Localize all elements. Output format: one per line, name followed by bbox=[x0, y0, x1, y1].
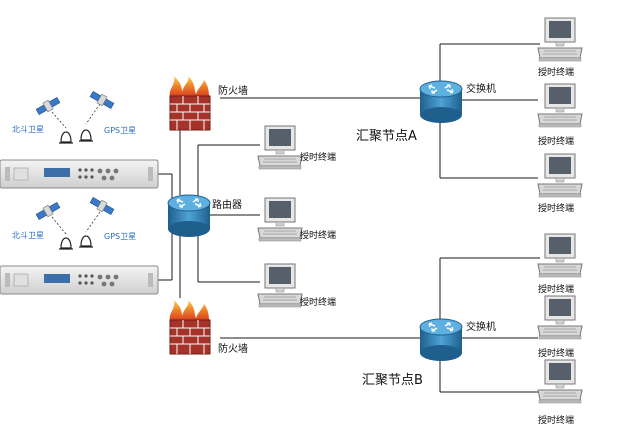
terminal-computer-icon bbox=[537, 359, 583, 404]
antenna-icon bbox=[78, 129, 94, 142]
firewall-bottom-label: 防火墙 bbox=[218, 342, 248, 355]
antenna-icon bbox=[78, 235, 94, 248]
switch-b-label: 交换机 bbox=[466, 320, 496, 333]
switch-a-icon bbox=[419, 80, 463, 124]
gps-satellite-label: GPS卫星 bbox=[104, 232, 136, 241]
beidou-satellite-label: 北斗卫星 bbox=[12, 125, 44, 134]
gps-satellite-icon bbox=[88, 195, 116, 217]
terminal-label: 授时终端 bbox=[538, 283, 574, 295]
switch-a-label: 交换机 bbox=[466, 82, 496, 95]
terminal-label: 授时终端 bbox=[538, 414, 574, 426]
terminal-label: 授时终端 bbox=[300, 296, 336, 308]
terminal-computer-icon bbox=[537, 83, 583, 128]
gps-satellite-label: GPS卫星 bbox=[104, 126, 136, 135]
firewall-top-label: 防火墙 bbox=[218, 84, 248, 97]
router-icon bbox=[167, 194, 211, 238]
terminal-label: 授时终端 bbox=[538, 202, 574, 214]
gps-satellite-icon bbox=[88, 89, 116, 111]
connection-lines bbox=[158, 43, 540, 393]
antenna-icon bbox=[58, 131, 74, 144]
antenna-icon bbox=[58, 237, 74, 250]
terminal-computer-icon bbox=[537, 233, 583, 278]
terminal-label: 授时终端 bbox=[538, 347, 574, 359]
terminal-computer-icon bbox=[257, 197, 303, 242]
terminal-computer-icon bbox=[257, 263, 303, 308]
terminal-label: 授时终端 bbox=[538, 135, 574, 147]
beidou-satellite-icon bbox=[34, 200, 62, 222]
terminal-label: 授时终端 bbox=[538, 66, 574, 78]
time-server-rack bbox=[0, 159, 159, 189]
terminal-label: 授时终端 bbox=[300, 151, 336, 163]
firewall-icon bbox=[169, 75, 211, 131]
beidou-satellite-label: 北斗卫星 bbox=[12, 231, 44, 240]
satellite-signals bbox=[51, 103, 101, 235]
terminal-computer-icon bbox=[537, 295, 583, 340]
terminal-label: 授时终端 bbox=[300, 229, 336, 241]
router-label: 路由器 bbox=[212, 198, 242, 211]
terminal-computer-icon bbox=[537, 153, 583, 198]
firewall-icon bbox=[169, 299, 211, 355]
terminal-computer-icon bbox=[537, 17, 583, 62]
aggregation-node-b-label: 汇聚节点B bbox=[362, 373, 423, 388]
time-server-rack bbox=[0, 265, 159, 295]
beidou-satellite-icon bbox=[34, 95, 62, 117]
terminal-computer-icon bbox=[257, 125, 303, 170]
switch-b-icon bbox=[419, 318, 463, 362]
aggregation-node-a-label: 汇聚节点A bbox=[356, 129, 417, 144]
